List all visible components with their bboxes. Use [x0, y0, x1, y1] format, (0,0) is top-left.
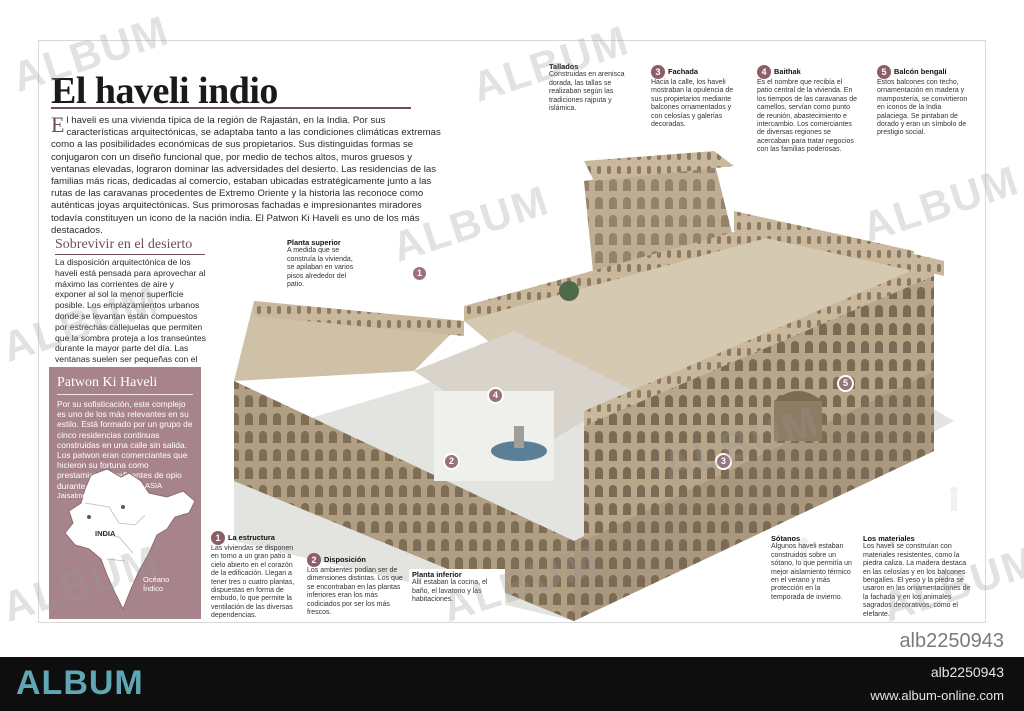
badge-3: 3 [651, 65, 665, 79]
marker-4[interactable]: 4 [487, 387, 504, 404]
marker-2[interactable]: 2 [443, 453, 460, 470]
map-label-jaisalmer: Jaisalmer [57, 491, 90, 500]
annotation-fachada-text: Hacia la calle, los haveli mostraban la … [651, 79, 734, 129]
footer-url-link[interactable]: www.album-online.com [870, 688, 1004, 703]
annotation-planta-inferior-head: Planta inferior [412, 570, 462, 579]
annotation-balcon-head: Balcón bengalí [894, 66, 947, 76]
annotation-sotanos: Sótanos Algunos haveli estaban construid… [771, 534, 853, 602]
annotation-planta-superior-head: Planta superior [287, 238, 341, 247]
annotation-tallados-head: Tallados [549, 62, 579, 71]
annotation-estructura-text: Las viviendas se disponen en torno a un … [211, 545, 295, 620]
desert-section-rule [55, 254, 205, 255]
map-label-delhi: Nueva Delhi [121, 495, 162, 504]
annotation-planta-superior: Planta superior A medida que se construí… [287, 238, 361, 289]
annotation-disposicion-text: Los ambientes podían ser de dimensiones … [307, 567, 403, 617]
marker-5[interactable]: 5 [837, 375, 854, 392]
annotation-tallados: Tallados Construidas en arenisca dorada,… [549, 62, 631, 113]
annotation-baithak-head: Baithak [774, 66, 801, 76]
annotation-balcon-text: Estos balcones con techo, ornamentación … [877, 79, 968, 137]
annotation-planta-inferior-text: Allí estaban la cocina, el baño, el lava… [412, 579, 488, 604]
map-label-ocean: Océano Índico [143, 575, 170, 593]
annotation-planta-superior-text: A medida que se construía la vivienda, s… [287, 247, 354, 289]
annotation-tallados-text: Construidas en arenisca dorada, las tall… [549, 71, 625, 113]
annotation-baithak-text: Es el nombre que recibía el patio centra… [757, 79, 857, 154]
map-label-asia: ASIA [145, 481, 163, 490]
india-map-shape [64, 468, 196, 611]
annotation-materiales: Los materiales Los haveli se construían … [863, 534, 975, 619]
annotation-materiales-head: Los materiales [863, 534, 915, 543]
map-label-india: INDIA [95, 529, 116, 538]
patwon-title: Patwon Ki Haveli [57, 375, 158, 390]
page-title: El haveli indio [51, 70, 278, 112]
title-rule [51, 107, 411, 109]
patwon-rule [57, 394, 193, 395]
annotation-fachada-head: Fachada [668, 66, 698, 76]
footer-bar [0, 657, 1024, 711]
patwon-sidebar: Patwon Ki Haveli Por su sofisticación, e… [49, 367, 201, 619]
annotation-sotanos-head: Sótanos [771, 534, 801, 543]
india-map: Jaisalmer Nueva Delhi ASIA INDIA Océano … [49, 463, 201, 619]
haveli-illustration [234, 151, 958, 621]
marker-1[interactable]: 1 [411, 265, 428, 282]
annotation-disposicion-head: Disposición [324, 554, 366, 564]
annotation-planta-inferior: Planta inferior Allí estaban la cocina, … [409, 569, 505, 607]
marker-3[interactable]: 3 [715, 453, 732, 470]
desert-section-text: La disposición arquitectónica de los hav… [55, 257, 206, 375]
badge-1: 1 [211, 531, 225, 545]
badge-4: 4 [757, 65, 771, 79]
footer-id: alb2250943 [930, 664, 1004, 680]
annotation-sotanos-text: Algunos haveli estaban construidos sobre… [771, 543, 852, 601]
badge-2: 2 [307, 553, 321, 567]
footer-image-code: alb2250943 [899, 630, 1004, 652]
intro-text: l haveli es una vivienda típica de la re… [51, 115, 441, 236]
annotation-estructura-head: La estructura [228, 532, 275, 542]
desert-section-title: Sobrevivir en el desierto [55, 237, 193, 252]
annotation-materiales-text: Los haveli se construían con materiales … [863, 543, 971, 618]
album-logo[interactable]: ALBUM [16, 664, 144, 702]
badge-5: 5 [877, 65, 891, 79]
drop-cap: E [51, 112, 65, 137]
